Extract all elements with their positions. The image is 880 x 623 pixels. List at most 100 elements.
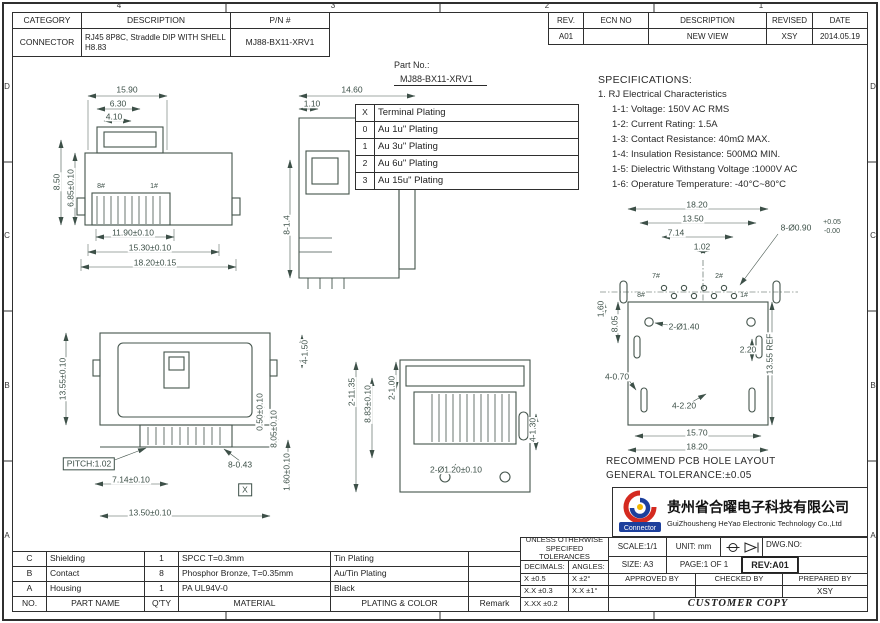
specifications-title: SPECIFICATIONS: [598, 74, 693, 86]
dwg-no-label: DWG.NO: [762, 537, 868, 557]
zone-row: C [4, 231, 10, 240]
customer-copy-label: CUSTOMER COPY [608, 597, 868, 612]
zone-col: 1 [758, 1, 764, 10]
parts-footer-no: NO. [12, 596, 47, 612]
size-value: SIZE: A3 [608, 556, 667, 574]
part-row-plating: Tin Plating [330, 551, 469, 567]
rev-header: REV. [548, 12, 584, 29]
tolerance-title-line2: SPECIFED TOLERANCES [539, 543, 590, 561]
plating-code: 2 [355, 155, 375, 173]
section-view [399, 359, 531, 493]
plating-desc: Terminal Plating [374, 104, 579, 122]
zone-col: 2 [544, 1, 550, 10]
part-no-label: Part No.: [394, 60, 430, 70]
projection-symbol-cell [720, 537, 763, 557]
parts-footer-remark: Remark [468, 596, 521, 612]
spec-line: 1-5: Dielectric Withstang Voltage :1000V… [612, 164, 798, 175]
pn-header: P/N # [230, 12, 330, 29]
part-no-note: Part No.: MJ88-BX11-XRV1 [394, 60, 487, 86]
tolerance-title-line1: UNLESS OTHERWISE [525, 537, 604, 545]
plating-code: 1 [355, 138, 375, 156]
part-row-name: Contact [46, 566, 145, 582]
revised-header: REVISED [766, 12, 813, 29]
zone-row: C [870, 231, 876, 240]
side-view [298, 117, 416, 289]
part-row-plating: Black [330, 581, 469, 597]
part-row-no: C [12, 551, 47, 567]
date-header: DATE [812, 12, 868, 29]
page-value: PAGE:1 OF 1 [666, 556, 742, 574]
front-view [76, 126, 241, 226]
category-value: CONNECTOR [12, 28, 82, 57]
description-header: DESCRIPTION [648, 12, 767, 29]
part-row-remark [468, 566, 521, 582]
spec-line: 1-6: Operature Temperature: -40°C~80°C [612, 179, 787, 190]
zone-row: A [870, 531, 876, 540]
rev-value-badge: REV:A01 [741, 556, 799, 574]
zone-row: B [870, 381, 876, 390]
revised-value: XSY [766, 28, 813, 45]
pcb-note-line2: GENERAL TOLERANCE:±0.05 [606, 470, 752, 481]
plating-code: X [355, 104, 375, 122]
specifications: SPECIFICATIONS: 1. RJ Electrical Charact… [598, 74, 866, 190]
category-header: CATEGORY [12, 12, 82, 29]
plating-desc: Au 6u" Plating [374, 155, 579, 173]
part-row-name: Housing [46, 581, 145, 597]
part-row-remark [468, 581, 521, 597]
plating-code: 3 [355, 172, 375, 190]
part-no-value: MJ88-BX11-XRV1 [394, 72, 487, 86]
pcb-hole-layout-view [600, 260, 798, 426]
angle-tolerance [568, 597, 609, 612]
description-value: RJ45 8P8C, Straddle DIP WITH SHELL H8.83 [81, 28, 231, 57]
part-row-qty: 1 [144, 581, 179, 597]
zone-row: D [870, 82, 876, 91]
pcb-note-line1: RECOMMEND PCB HOLE LAYOUT [606, 456, 776, 467]
company-name-cn: 贵州省合曜电子科技有限公司 [667, 499, 849, 516]
ecn-header: ECN NO [583, 12, 649, 29]
rev-value: A01 [548, 28, 584, 45]
parts-footer-name: PART NAME [46, 596, 145, 612]
angle-projection-icon [726, 541, 758, 553]
zone-row: A [4, 531, 10, 540]
parts-footer-qty: Q'TY [144, 596, 179, 612]
part-row-no: B [12, 566, 47, 582]
logo-text: Connector [624, 525, 657, 532]
spec-line: 1-2: Current Rating: 1.5A [612, 119, 718, 130]
part-row-material: Phosphor Bronze, T=0.35mm [178, 566, 331, 582]
plating-desc: Au 3u" Plating [374, 138, 579, 156]
part-row-qty: 8 [144, 566, 179, 582]
spec-line: 1-3: Contact Resistance: 40mΩ MAX. [612, 134, 771, 145]
unit-value: UNIT: mm [666, 537, 721, 557]
spec-line: 1-4: Insulation Resistance: 500MΩ MIN. [612, 149, 781, 160]
company-names: 贵州省合曜电子科技有限公司 GuiZhousheng HeYao Electro… [667, 497, 849, 528]
rev-spacer [798, 556, 868, 574]
part-row-name: Shielding [46, 551, 145, 567]
angles-label: ANGLES: [568, 560, 609, 574]
decimal-tolerance: X.XX ±0.2 [520, 597, 569, 612]
top-view [92, 332, 278, 448]
company-name-en: GuiZhousheng HeYao Electronic Technology… [667, 518, 842, 528]
zone-row: D [4, 82, 10, 91]
zone-row: B [4, 381, 10, 390]
parts-footer-material: MATERIAL [178, 596, 331, 612]
description-value: NEW VIEW [648, 28, 767, 45]
scale-value: SCALE:1/1 [608, 537, 667, 557]
company-block: Connector 贵州省合曜电子科技有限公司 GuiZhousheng HeY… [612, 487, 868, 537]
part-row-no: A [12, 581, 47, 597]
company-logo-icon: Connector [619, 490, 661, 532]
part-row-plating: Au/Tin Plating [330, 566, 469, 582]
part-row-qty: 1 [144, 551, 179, 567]
pcb-hole-note: RECOMMEND PCB HOLE LAYOUT GENERAL TOLERA… [606, 455, 776, 483]
part-row-material: PA UL94V-0 [178, 581, 331, 597]
parts-footer-plating: PLATING & COLOR [330, 596, 469, 612]
zone-col: 4 [116, 1, 122, 10]
tolerance-title: UNLESS OTHERWISE SPECIFED TOLERANCES [520, 537, 609, 561]
pn-value: MJ88-BX11-XRV1 [230, 28, 330, 57]
zone-col: 3 [330, 1, 336, 10]
plating-desc: Au 1u" Plating [374, 121, 579, 139]
part-row-material: SPCC T=0.3mm [178, 551, 331, 567]
plating-code: 0 [355, 121, 375, 139]
specifications-subtitle: 1. RJ Electrical Characteristics [598, 89, 727, 100]
ecn-value [583, 28, 649, 45]
